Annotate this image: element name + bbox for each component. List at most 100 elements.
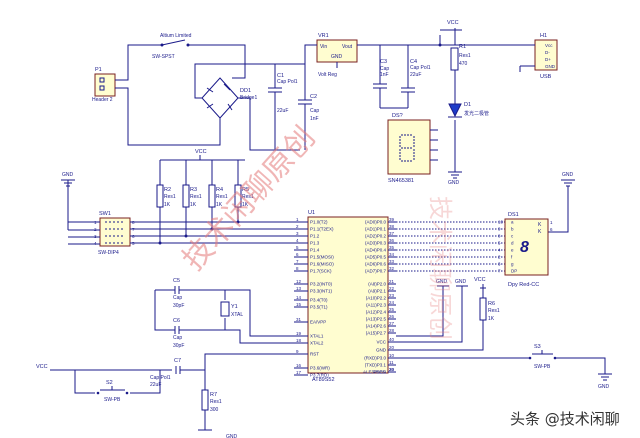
c7-type: Cap Pol1 [150,375,171,381]
gnd-label-right: GND [562,172,574,178]
mcu-pin-num: 29 [389,367,395,372]
mcu-pin-num: 2 [296,224,299,229]
c2-type: Cap [310,108,319,114]
bridge-ref: DD1 [240,88,251,94]
mcu-pin-name: VCC [376,340,386,345]
mcu-pin-num: 27 [389,321,395,326]
led-d1 [448,103,462,118]
seg-big-pin-name: c [511,234,514,239]
c3-value: 1nF [380,72,389,78]
mcu-pin-num: 26 [389,314,395,319]
vcc-label-r6: VCC [474,277,486,283]
mcu-pin-num: 32 [389,266,395,271]
mcu-pin-num: 4 [296,238,299,243]
c2-ref: C2 [310,94,317,100]
mcu-pin-name: (A10)P2.2 [366,296,387,301]
c7-value: 22uF [150,382,161,388]
seg-big-pin-num: 3 [498,262,501,267]
mcu-pin-num: 9 [296,349,299,354]
c5-ref: C5 [173,278,180,284]
mcu-pin-num: 40 [389,337,395,342]
seg-big-model: Dpy Red-CC [508,282,539,288]
mcu-pin-name: (A14)P2.6 [366,324,387,329]
mcu-pin-name: P1.2 [310,234,320,239]
r7-value: 300 [210,407,219,413]
usb-pin-gnd: GND [545,64,556,69]
mcu-pin-num: 8 [296,266,299,271]
r6-value: 1K [488,316,495,322]
usb-name: USB [540,74,552,80]
usb-pin-dplus: D+ [545,57,551,62]
right-lower-group: VCC R6 Res1 1K GND GND S3 SW-PB GND [396,277,612,390]
mcu-pin-name: P1.0(T2) [310,220,328,225]
r3-type: Res1 [190,194,202,200]
mcu-pin-num: 39 [389,217,395,222]
c4-type: Cap Pol1 [410,65,431,71]
c7-ref: C7 [174,358,181,364]
mcu-pin-num: 3 [296,231,299,236]
r2-type: Res1 [164,194,176,200]
mcu-pin-num: 33 [389,259,395,264]
mcu-pin-name: (AD4)P0.4 [365,248,387,253]
p1-ref: P1 [95,67,102,73]
mcu-pin-name: (A13)P2.5 [366,317,387,322]
seg-big-pin-name: e [511,248,514,253]
mcu-pin-name: (A15)P2.7 [366,331,387,336]
s3-name: SW-PB [534,364,551,370]
seg-big-pin-1: 1 [550,220,553,225]
r5-value: 1K [242,202,249,208]
mcu-pin-num: 34 [389,252,395,257]
vr1-vin: Vin [320,44,327,50]
c5-type: Cap [173,295,182,301]
mcu-pin-num: 10 [389,353,395,358]
mcu-model: AT89S52 [312,377,335,383]
seg-big-pin-name: b [511,227,514,232]
mcu-pin-name: (AD5)P0.5 [365,255,387,260]
s2-ref: S2 [106,380,113,386]
mcu-pin-num: 18 [296,338,302,343]
seg-big-pin-num: 8 [498,234,501,239]
reset-group: VCC C7 Cap Pol1 22uF S2 SW-PB R7 Res1 30… [36,353,300,438]
mcu-pin-name: XTAL2 [310,341,324,346]
bridge-value: Bridge1 [240,95,257,101]
mcu-pin-num: 35 [389,245,395,250]
switch-name: SW-SPST [152,54,175,60]
r2-value: 1K [164,202,171,208]
mcu-pin-name: (AD0)P0.0 [365,220,387,225]
r4-ref: R4 [216,187,223,193]
mcu-pin-num: 5 [296,245,299,250]
seg-big-k1: K [538,222,542,228]
vcc-label-reset: VCC [36,364,48,370]
r1-type: Res1 [459,53,471,59]
mcu-pin-name: EA/VPP [310,320,326,325]
mcu-pin-name: PSEN [374,370,386,375]
mcu-pin-num: 16 [296,363,302,368]
mcu-pin-name: P1.6(MISO) [310,262,334,267]
dip-ref: SW1 [99,211,111,217]
seg-big-pin-num: 9 [498,227,501,232]
oscillator-group: C5 Cap 30pF C6 Cap 30pF Y1 XTAL [154,278,300,349]
c2-value: 1nF [310,116,319,122]
seven-seg-small: DS? SN465381 [387,113,438,184]
mcu-right-pins: 39(AD0)P0.038(AD1)P0.137(AD2)P0.236(AD3)… [363,217,396,375]
mcu-pin-name: P1.1(T2EX) [310,227,334,232]
usb-pin-dminus: D- [545,50,550,55]
r4-value: 1K [216,202,223,208]
seg-big-pin-num: 2 [498,255,501,260]
seg-big-pin-name: g [511,262,514,267]
seg-big-pin-num: 7 [498,269,501,274]
footer-bar: 头条 @技术闲聊 [496,404,640,438]
switch-vendor: Altium Limited [160,33,192,39]
seg-big-pin-name: d [511,241,514,246]
c4-ref: C4 [410,59,417,65]
mcu-ref: U1 [308,210,315,216]
s2-name: SW-PB [104,397,121,403]
gnd-symbols: GND GND [61,172,575,233]
seg-big-pin-num: 5 [498,241,501,246]
dip-switch [99,217,131,247]
r3-value: 1K [190,202,197,208]
mcu-pin-num: 25 [389,307,395,312]
